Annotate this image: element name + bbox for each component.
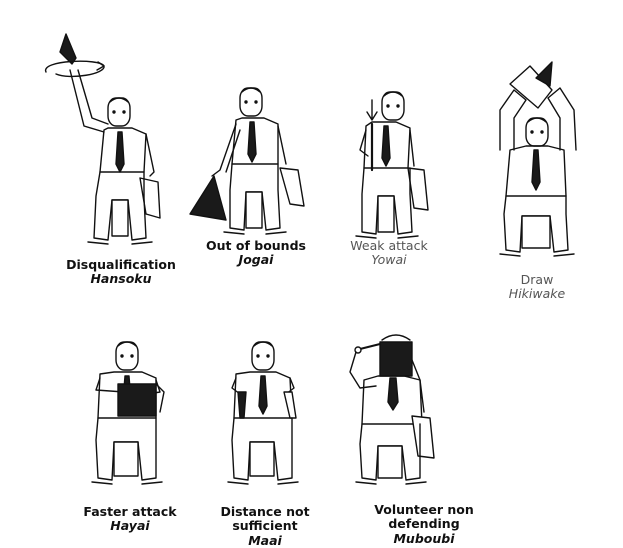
tie-icon [381,125,391,167]
figure-volunteer-non-defending [349,334,435,485]
tie-icon [387,377,399,411]
caption-distance-not-sufficient: Distance not sufficient Maai [188,504,342,548]
signal-name-jp: Hikiwake [508,286,566,302]
figure-weak-attack [355,91,429,239]
flag-icon [535,61,553,87]
figure-faster-attack [91,341,165,485]
signal-name-jp: Yowai [371,252,407,268]
signal-name-en: Weak attack [350,238,428,253]
caption-faster-attack: Faster attack Hayai [70,504,190,534]
down-arrow-icon [366,99,378,121]
caption-volunteer-non-defending: Volunteer non defending Muboubi [342,502,506,546]
caption-weak-attack: Weak attack Yowai [334,238,444,268]
signal-name-jp: Hayai [110,518,150,534]
tie-icon [247,121,257,163]
figure-out-of-bounds [189,87,305,235]
signal-name-en: Disqualification [66,257,176,272]
figure-draw [499,61,577,257]
twirl-arrow-icon [45,60,105,78]
caption-disqualification: Disqualification Hansoku [56,257,186,287]
flag-icon [509,65,553,109]
caption-draw: Draw Hikiwake [492,272,582,302]
flag-icon [59,33,77,65]
signal-name-jp: Hansoku [90,271,152,287]
signal-name-en: Volunteer non defending [374,502,474,532]
tie-icon [531,149,541,191]
signal-name-jp: Jogai [238,252,274,268]
figure-disqualification [45,33,161,245]
signal-name-en: Distance not sufficient [220,504,310,534]
figure-distance-not-sufficient [227,341,299,485]
flag-icon [117,383,157,417]
tie-icon [115,131,125,173]
signal-name-en: Draw [520,272,554,287]
signal-name-jp: Muboubi [393,530,455,546]
caption-out-of-bounds: Out of bounds Jogai [196,238,316,268]
tie-icon [258,375,268,415]
signal-name-en: Faster attack [83,504,177,519]
flag-icon [189,175,227,221]
flag-icon [379,341,413,377]
signal-name-jp: Maai [248,532,282,548]
flag-icon [237,391,247,419]
signal-name-en: Out of bounds [206,238,306,253]
flag-icon [283,391,297,419]
